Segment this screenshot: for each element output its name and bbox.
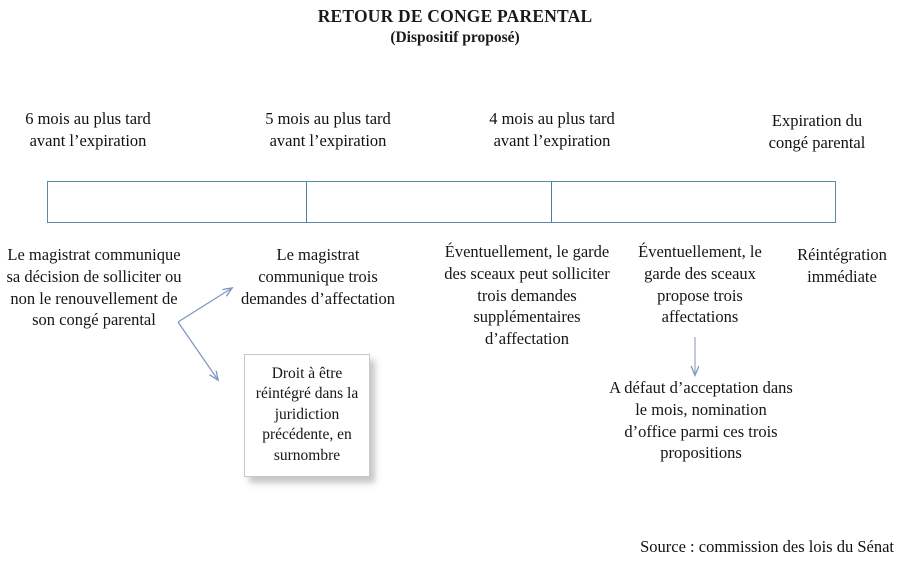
step-description-3: Éventuellement, le garde des sceaux peut… xyxy=(444,242,610,349)
page-subtitle: (Dispositif proposé) xyxy=(390,28,520,46)
timeline-bar xyxy=(47,181,836,223)
milestone-line-1: 4 mois au plus tard xyxy=(489,109,615,128)
step-description-2: Le magistrat communique trois demandes d… xyxy=(240,245,396,308)
source-note: Source : commission des lois du Sénat xyxy=(640,537,894,556)
page-title: RETOUR DE CONGE PARENTAL xyxy=(317,6,593,26)
milestone-label-4-mois: 4 mois au plus tard avant l’expiration xyxy=(462,108,642,153)
step-description-4-followup: A défaut d’acceptation dans le mois, nom… xyxy=(609,378,793,463)
milestone-line-2: avant l’expiration xyxy=(29,131,147,151)
arrow-branch-down-icon xyxy=(177,321,218,380)
milestone-line-1: 6 mois au plus tard xyxy=(25,109,151,128)
timeline-divider-2 xyxy=(551,182,552,222)
title-block: RETOUR DE CONGE PARENTAL (Dispositif pro… xyxy=(0,6,910,48)
step-description-1: Le magistrat communique sa décision de s… xyxy=(6,245,182,330)
step-description-5: Réintégration immédiate xyxy=(797,245,887,286)
milestone-label-6-mois: 6 mois au plus tard avant l’expiration xyxy=(6,108,170,153)
milestone-line-1: Expiration du xyxy=(771,111,863,130)
step-description-4: Éventuellement, le garde des sceaux prop… xyxy=(638,242,762,327)
callout-box-droit-reintegration: Droit à être réintégré dans la juridicti… xyxy=(244,354,370,478)
milestone-label-expiration: Expiration du congé parental xyxy=(738,110,896,155)
timeline-divider-1 xyxy=(306,182,307,222)
milestone-line-2: congé parental xyxy=(768,133,866,153)
milestone-line-1: 5 mois au plus tard xyxy=(265,109,391,128)
arrow-branch-up-icon xyxy=(177,288,232,323)
milestone-line-2: avant l’expiration xyxy=(269,131,387,151)
milestone-label-5-mois: 5 mois au plus tard avant l’expiration xyxy=(248,108,408,153)
milestone-line-2: avant l’expiration xyxy=(493,131,611,151)
